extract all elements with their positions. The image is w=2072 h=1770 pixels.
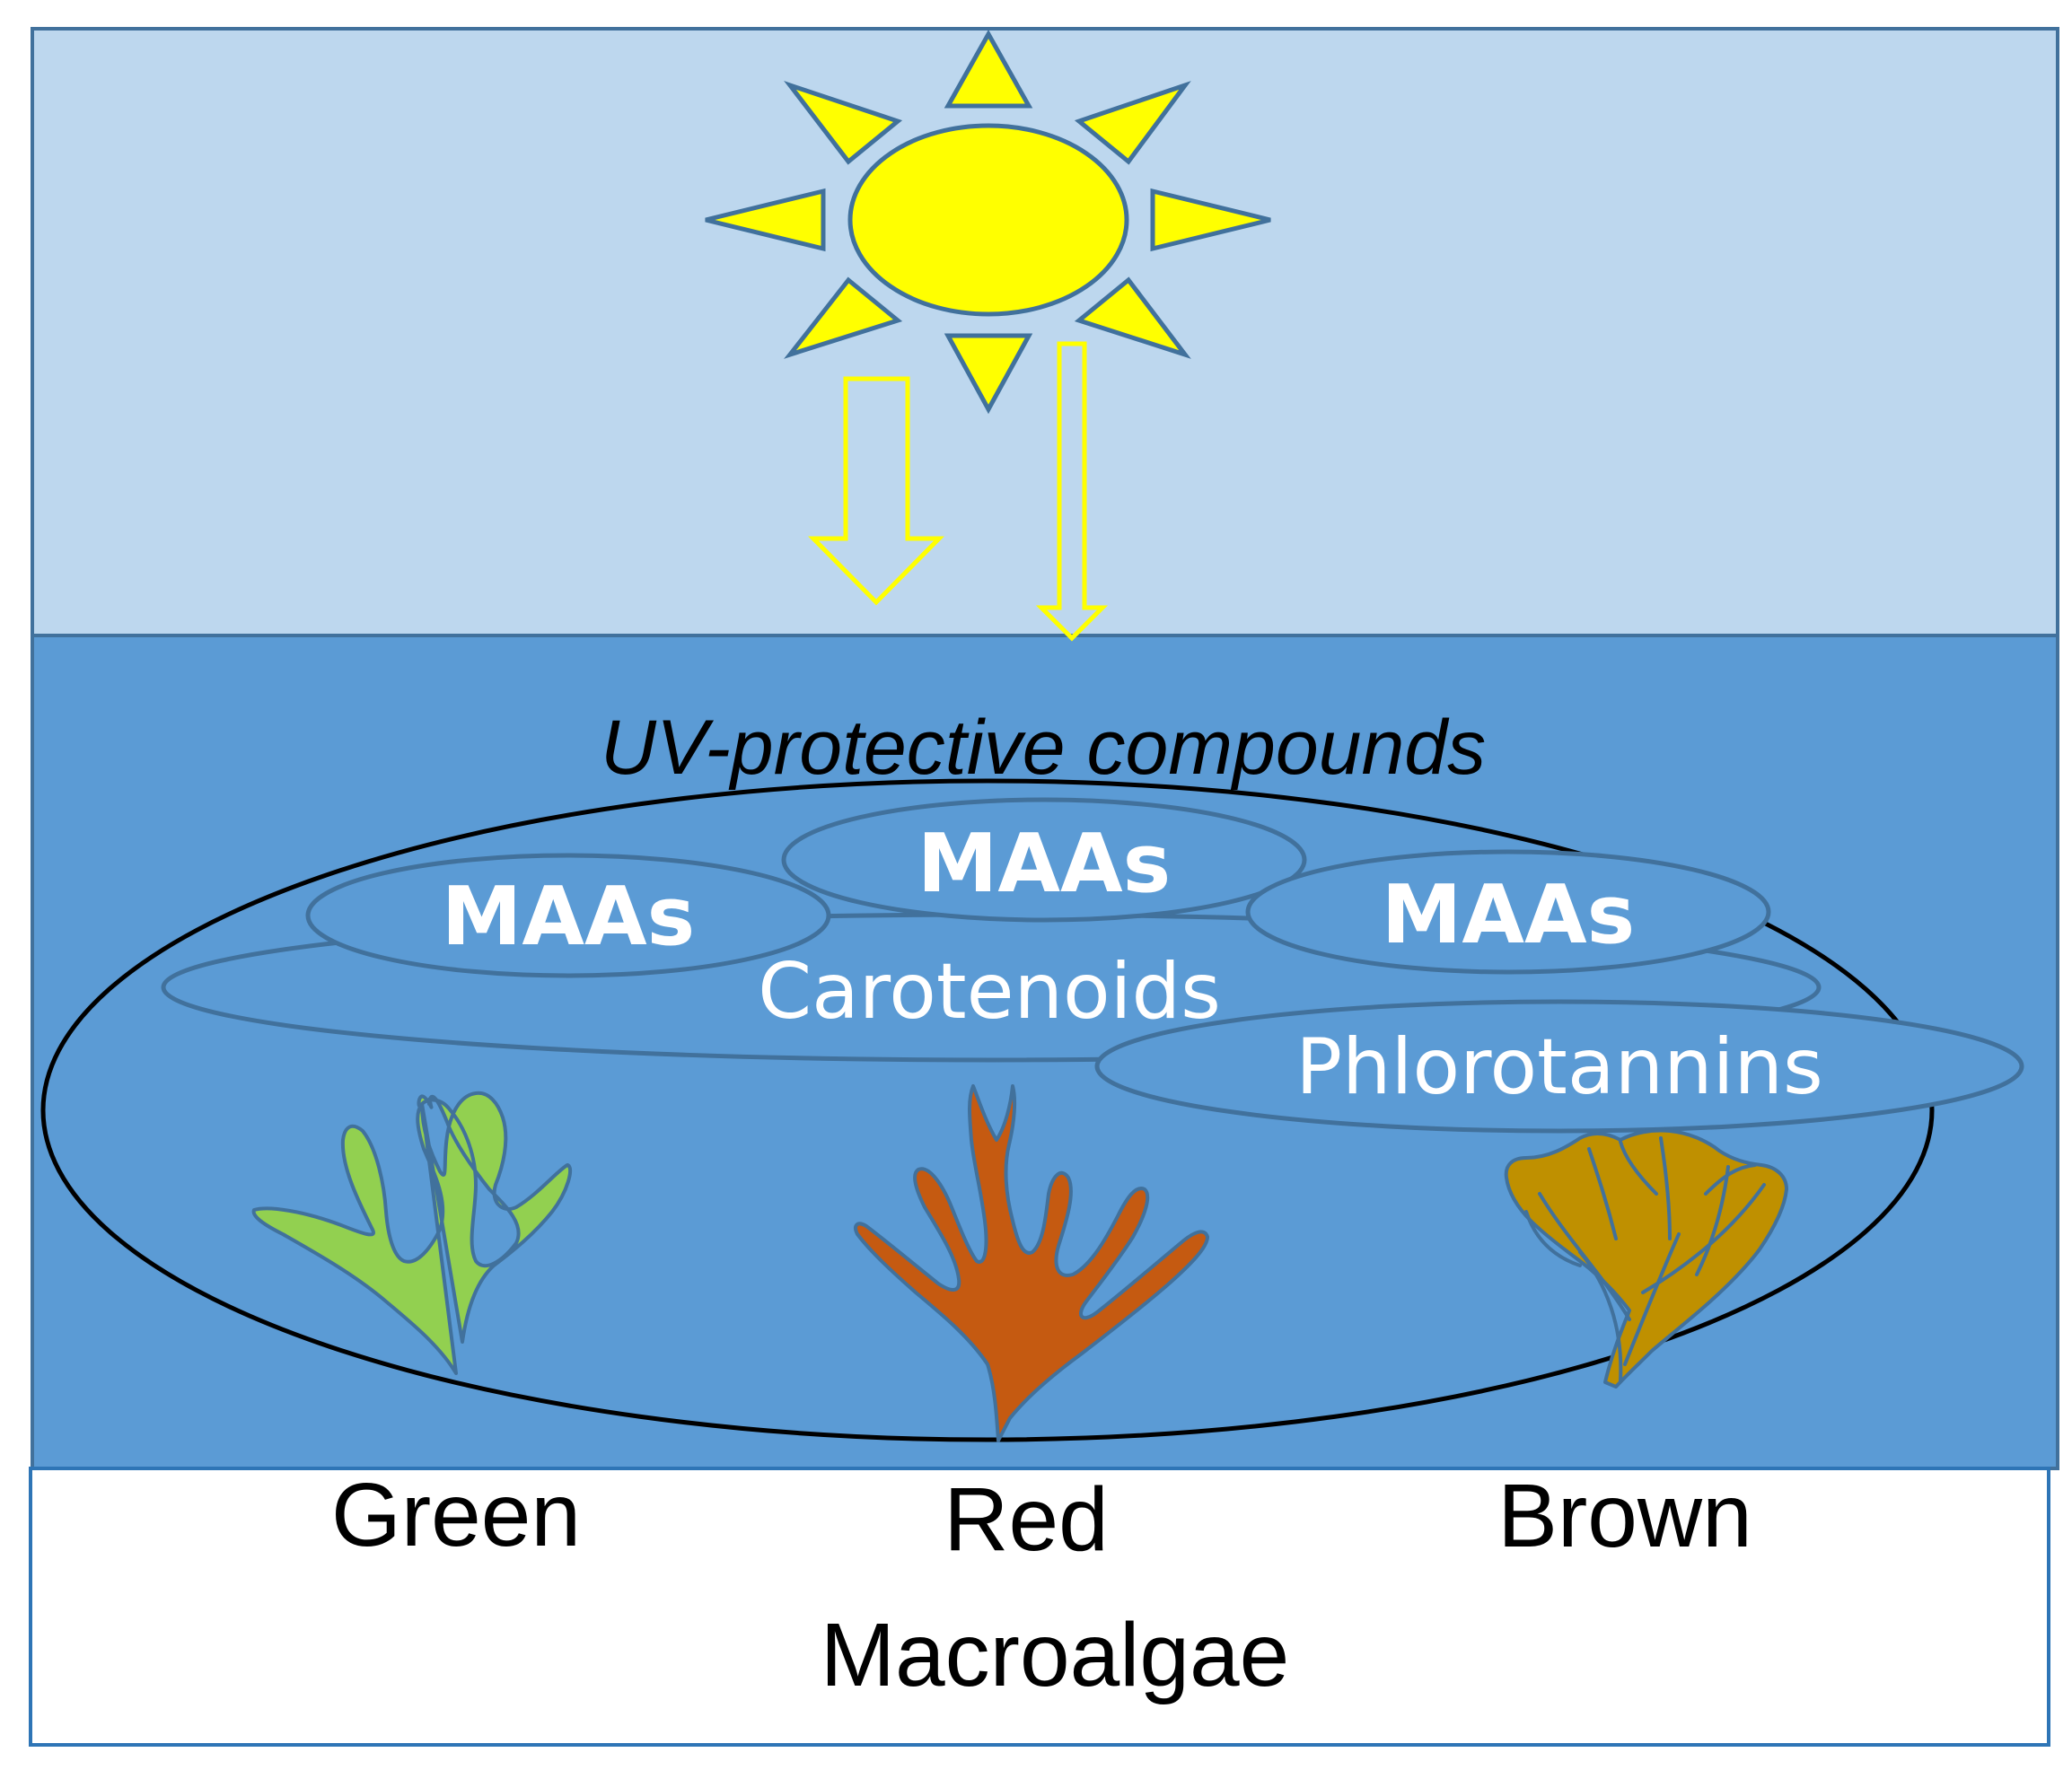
sun-disk: [847, 123, 1129, 317]
wide-arrow-icon: [808, 376, 944, 606]
maas-label-green: MAAs: [442, 870, 695, 964]
macroalgae-label: Macroalgae: [821, 1605, 1290, 1705]
sun-ray-top-right: [1074, 81, 1191, 165]
sun-ray-left: [705, 188, 826, 252]
maas-zone-green: [305, 853, 831, 978]
maas-label-brown: MAAs: [1382, 868, 1635, 962]
sun-ray-right: [1150, 188, 1271, 252]
alga-label-green: Green: [331, 1465, 581, 1565]
sky-region: [31, 27, 2059, 637]
macroalgae-enclosure: [40, 778, 1935, 1442]
sun-ray-bottom: [944, 333, 1033, 415]
sun-ray-bottom-left: [784, 276, 903, 359]
sun-ray-top: [944, 29, 1033, 109]
phlorotannins-zone: [1094, 999, 2024, 1134]
maas-label-red: MAAs: [917, 817, 1171, 911]
sun-ray-top-left: [784, 81, 903, 165]
sun-icon: [705, 29, 1271, 415]
narrow-arrow-icon: [1035, 341, 1109, 642]
alga-label-brown: Brown: [1497, 1466, 1752, 1566]
red-alga-icon: [854, 1084, 1209, 1442]
diagram-heading: UV-protective compounds: [601, 705, 1486, 791]
phlorotannins-label: Phlorotannins: [1295, 1022, 1823, 1112]
brown-alga-icon: [1504, 1128, 1788, 1389]
caption-panel: [29, 1467, 2050, 1747]
carotenoids-label: Carotenoids: [758, 947, 1221, 1037]
green-alga-icon: [251, 1091, 573, 1375]
maas-zone-red: [781, 797, 1307, 923]
maas-zone-brown: [1245, 849, 1771, 975]
sun-ray-bottom-right: [1074, 276, 1191, 359]
alga-label-red: Red: [944, 1469, 1108, 1570]
